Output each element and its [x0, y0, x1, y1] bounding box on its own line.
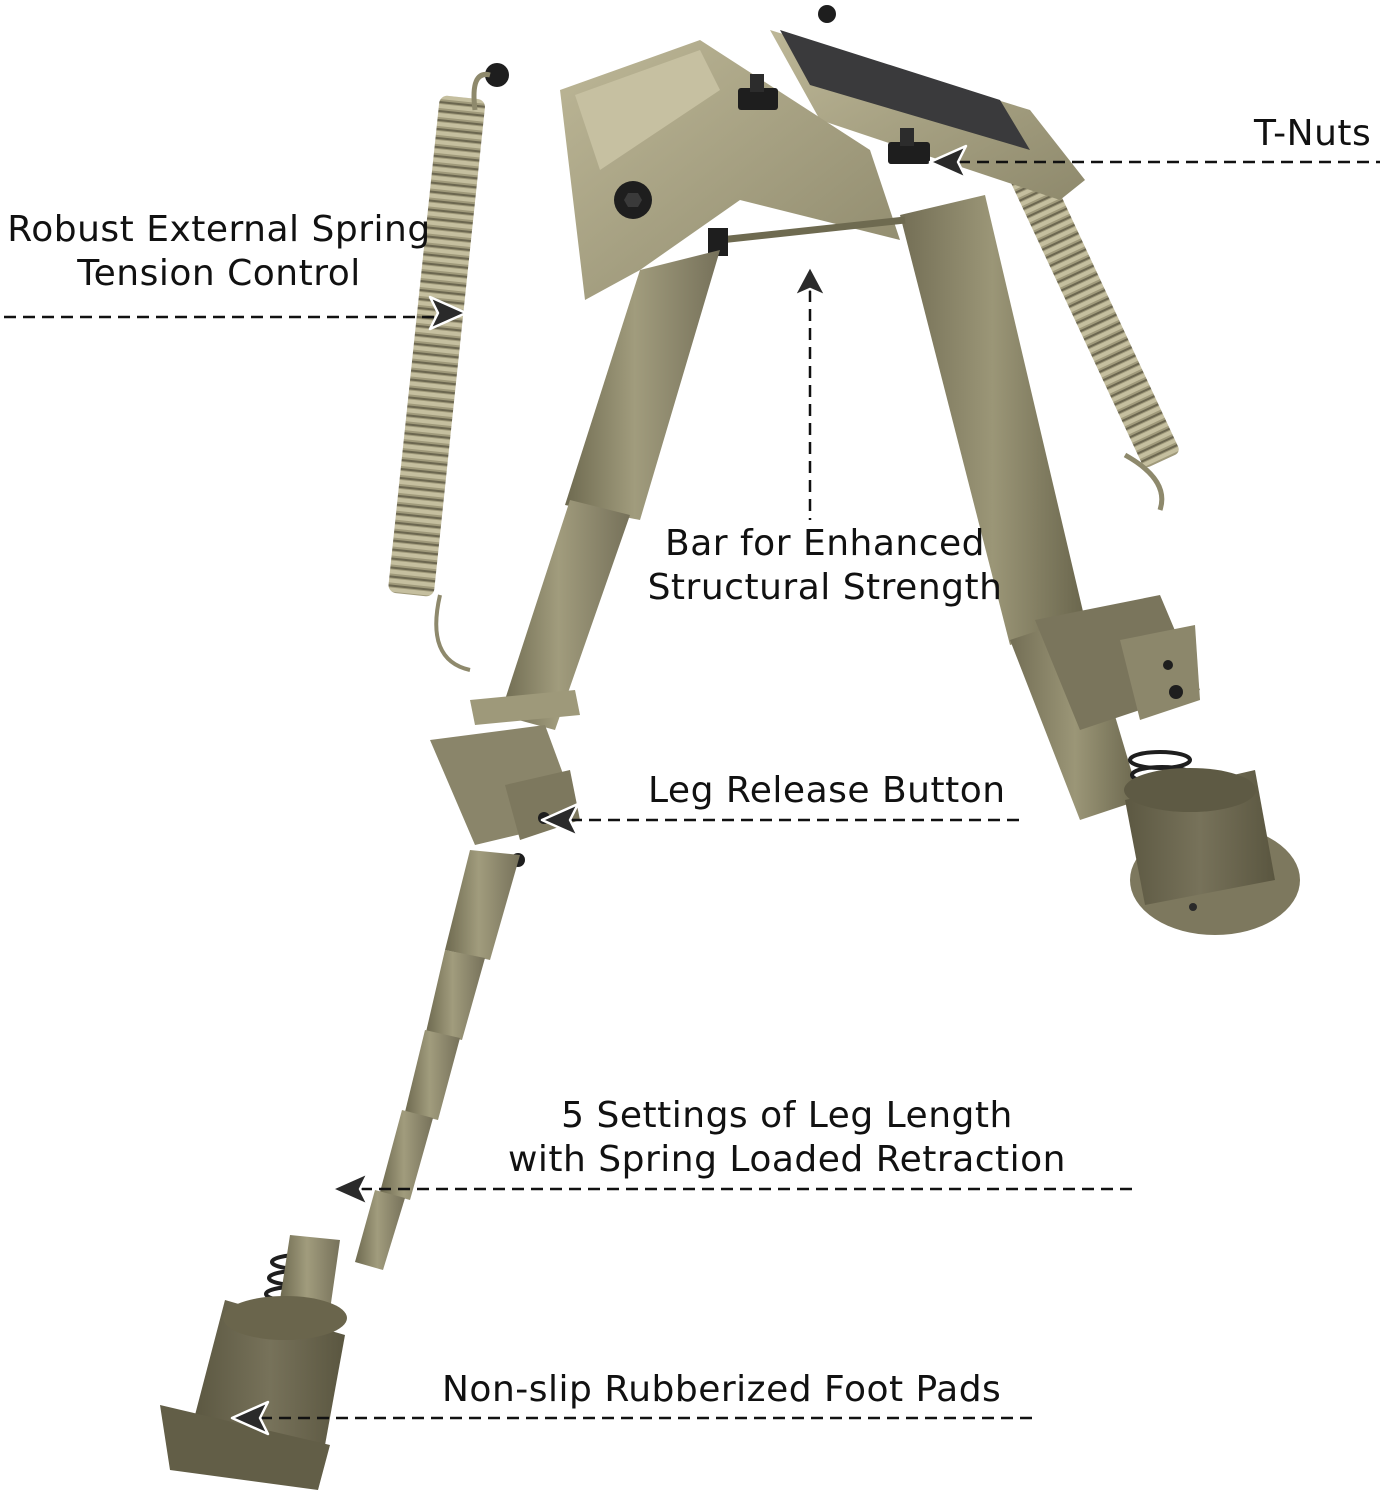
t-nut [738, 74, 778, 110]
callout-cross-bar: Bar for Enhanced Structural Strength [644, 522, 1006, 610]
callout-t-nuts: T-Nuts [1254, 112, 1371, 156]
callout-text: T-Nuts [1254, 113, 1372, 154]
t-nut [888, 128, 930, 164]
callout-text: Leg Release Button [648, 770, 1006, 811]
left-spring [388, 71, 491, 672]
callout-foot-pads: Non-slip Rubberized Foot Pads [442, 1368, 1001, 1412]
callout-text: 5 Settings of Leg Length [561, 1095, 1013, 1136]
mount-head [485, 5, 1085, 300]
callout-text: Tension Control [77, 253, 361, 294]
callout-spring-tension: Robust External Spring Tension Control [4, 208, 434, 296]
callout-text: Robust External Spring [7, 209, 431, 250]
left-leg [160, 250, 720, 1490]
callout-leg-release-button: Leg Release Button [648, 769, 1006, 813]
right-leg [900, 155, 1300, 935]
callout-text: Bar for Enhanced [665, 523, 985, 564]
callout-text: with Spring Loaded Retraction [507, 1139, 1066, 1180]
callout-text: Structural Strength [647, 567, 1003, 608]
callout-leg-length-settings: 5 Settings of Leg Length with Spring Loa… [498, 1094, 1076, 1182]
callout-text: Non-slip Rubberized Foot Pads [442, 1369, 1002, 1410]
